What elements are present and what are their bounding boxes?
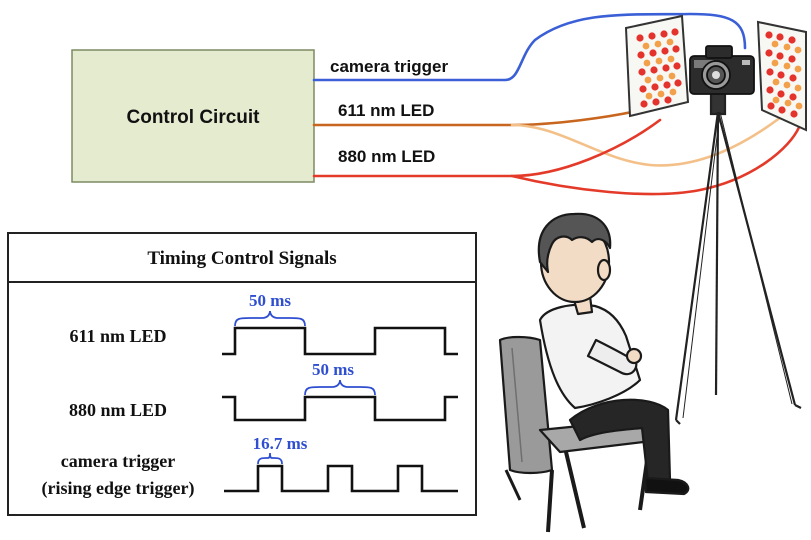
duration-annotation: 50 ms [312,360,354,379]
camera-trigger-wire-label: camera trigger [330,57,448,76]
duration-brace [234,310,306,327]
led880-wire-to-left-panel [312,118,662,178]
led880-wire-to-right-panel [510,123,802,196]
led611-wire-label: 611 nm LED [338,101,434,120]
seated-person-illustration [498,212,690,533]
led611-wire-to-right-panel [510,108,792,167]
duration-brace [257,452,283,465]
camera-trigger-waveform [224,464,458,493]
timing-panel: Timing Control Signals 611 nm LED 880 nm… [7,232,477,516]
led880-waveform [222,395,458,422]
timing-panel-frame [7,232,477,516]
duration-brace [304,379,376,396]
led-panel-left [624,14,690,118]
duration-annotation: 16.7 ms [253,434,308,453]
led611-waveform [222,326,458,356]
timing-row-label: 880 nm LED [69,400,167,420]
camera-icon [689,45,755,95]
control-circuit-box [71,49,315,183]
control-circuit-label: Control Circuit [127,107,261,128]
timing-row-label: 611 nm LED [69,326,166,346]
camera-trigger-wire [312,12,747,82]
control-circuit: Control Circuit [71,49,315,183]
duration-annotation: 50 ms [249,291,291,310]
timing-panel-title: Timing Control Signals [147,248,336,269]
tripod-icon [674,90,802,425]
led-panel-right [756,20,807,132]
timing-row-sublabel: (rising edge trigger) [42,478,195,499]
timing-row-label: camera trigger [61,451,175,471]
led880-wire-label: 880 nm LED [338,147,435,166]
